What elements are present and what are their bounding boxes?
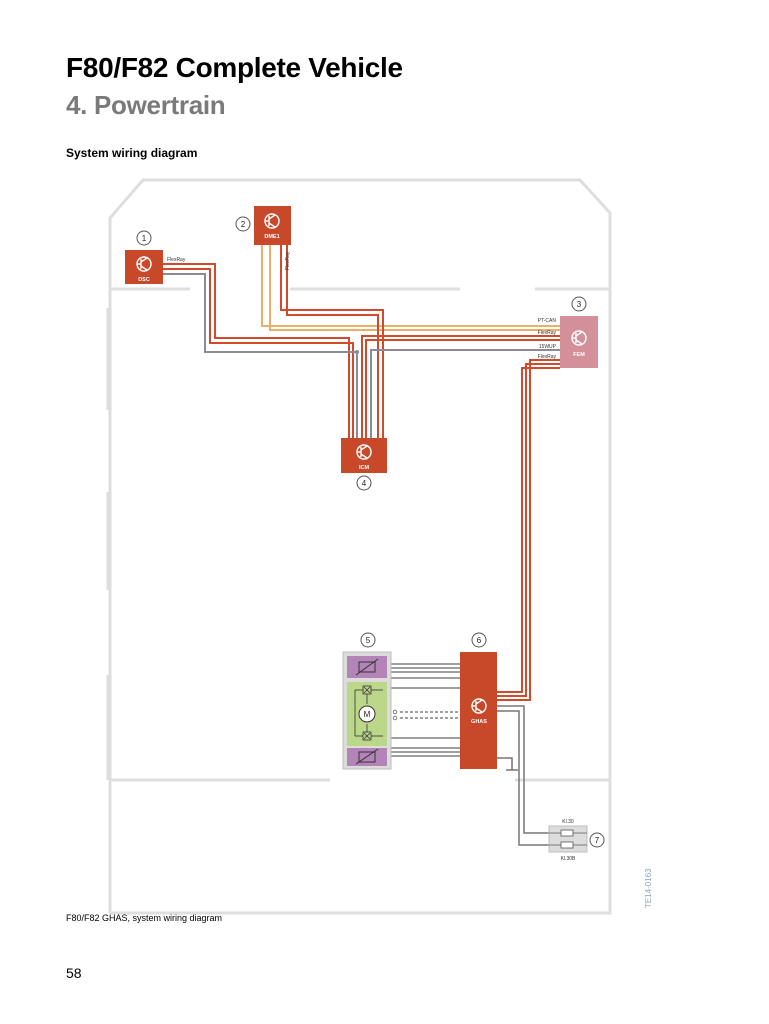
- fem-number: 3: [577, 300, 582, 309]
- dsc-label: DSC: [138, 277, 150, 283]
- kl30b-label: Kl.30B: [561, 856, 576, 862]
- fuse-icon: [560, 829, 574, 837]
- wires-dsc-icm: [163, 263, 358, 438]
- fuse-icon: [560, 841, 574, 849]
- ghas-label: GHAS: [471, 719, 487, 725]
- icm-number: 4: [362, 479, 367, 488]
- dme1-number: 2: [241, 220, 246, 229]
- wires-sensors-ghas: [390, 663, 460, 757]
- control-unit-dme1: DME1 2 FlexRay: [235, 206, 291, 270]
- wires-ghas-kl30: [497, 705, 555, 846]
- fem-flexray-label-2: FlexRay: [538, 354, 557, 360]
- transistor-icon: [571, 330, 587, 346]
- figure-code: TE14-0163: [644, 868, 653, 908]
- fem-label: FEM: [573, 352, 585, 358]
- ghas-number: 6: [477, 636, 482, 645]
- section-heading: System wiring diagram: [66, 146, 198, 160]
- fuse-number: 7: [595, 836, 600, 845]
- transistor-icon: [264, 213, 280, 229]
- page-number: 58: [66, 965, 82, 981]
- wires-fem-icm: [355, 335, 560, 438]
- fem-flexray-label-1: FlexRay: [538, 330, 557, 336]
- control-unit-dsc: DSC 1 FlexRay: [125, 230, 186, 284]
- group-number: 5: [366, 636, 371, 645]
- wires-dme1: [261, 245, 560, 438]
- swup-label: 15WUP: [539, 344, 557, 350]
- icm-label: ICM: [359, 465, 370, 471]
- control-unit-icm: ICM 4: [341, 438, 387, 491]
- control-unit-ghas: 6 GHAS: [460, 632, 497, 769]
- dsc-flexray-label: FlexRay: [167, 257, 186, 263]
- kl30-label: Kl.30: [562, 819, 574, 825]
- figure-caption: F80/F82 GHAS, system wiring diagram: [66, 913, 223, 923]
- fuse-block: Kl.30 Kl.30B 7: [548, 819, 605, 862]
- position-sensor-icon: [355, 748, 379, 765]
- actuator-circuit: [354, 685, 383, 741]
- page-title: F80/F82 Complete Vehicle: [66, 52, 403, 83]
- wires-fem-ghas: [497, 359, 560, 701]
- control-unit-fem: FEM 3 PT-CAN FlexRay 15WUP FlexRay: [538, 296, 598, 368]
- transistor-icon: [356, 444, 372, 460]
- transistor-icon: [136, 256, 152, 272]
- position-sensor-icon: [355, 658, 379, 676]
- motor-icon: [358, 705, 376, 723]
- dme1-label: DME1: [264, 234, 279, 240]
- page-subtitle: 4. Powertrain: [66, 90, 226, 120]
- vehicle-outline: [106, 178, 612, 915]
- dsc-number: 1: [142, 234, 147, 243]
- sensor-motor-group: 5 M: [342, 632, 398, 770]
- motor-symbol: M: [364, 710, 371, 719]
- transistor-icon: [471, 698, 487, 714]
- dme1-flexray-label: FlexRay: [285, 251, 291, 270]
- pt-can-label: PT-CAN: [538, 318, 557, 324]
